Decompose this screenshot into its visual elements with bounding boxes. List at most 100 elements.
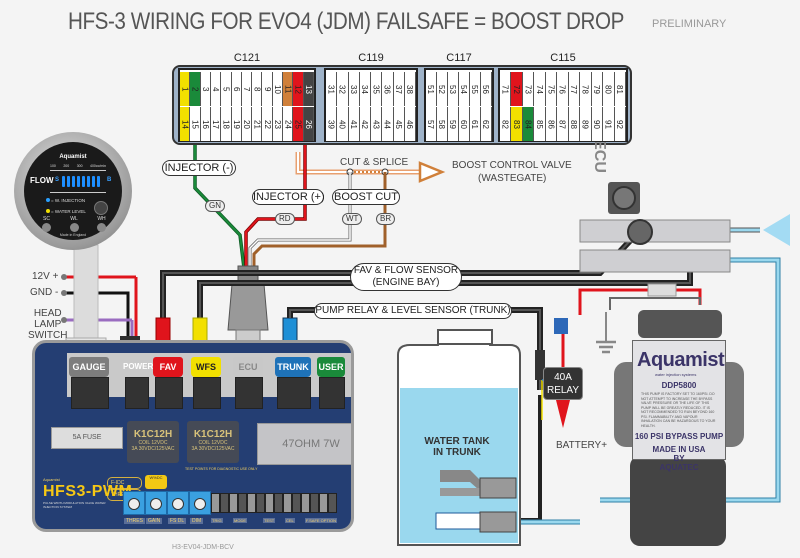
dip-switch[interactable] <box>292 493 301 513</box>
gauge-button[interactable] <box>94 201 108 215</box>
boost-valve-label-1: BOOST CONTROL VALVE <box>452 160 572 171</box>
ecu-pin-44: 44 <box>382 107 394 141</box>
pot-gain[interactable] <box>145 491 167 515</box>
dip-switch[interactable] <box>238 493 247 513</box>
flow-bar-segment <box>77 176 80 187</box>
gauge-knob-wl[interactable]: WL <box>69 216 79 232</box>
flow-label: FLOW <box>30 176 54 185</box>
connector-name: C119 <box>358 52 384 64</box>
dip-switch[interactable] <box>274 493 283 513</box>
pot-label: FS DL <box>168 518 187 524</box>
gauge-scale-tick: 400cc/min <box>90 164 106 168</box>
legend-injection: = W. INJECTION <box>46 198 85 203</box>
dip-switch[interactable] <box>229 493 238 513</box>
pot-label: GAIN <box>146 518 163 524</box>
ecu-pin-51: 51 <box>426 72 437 106</box>
port-user[interactable]: USER <box>317 357 345 377</box>
dip-switch[interactable] <box>310 493 319 513</box>
connector-name: C121 <box>233 52 261 64</box>
relay-spec2: 3A 30VDC/125VAC <box>131 446 175 452</box>
dip-group-label: MODE <box>233 518 247 523</box>
pump-made-2: BY <box>673 454 685 463</box>
pot-screw-icon <box>172 498 184 510</box>
status-label: PRELIMINARY <box>652 18 727 30</box>
dip-switch[interactable] <box>256 493 265 513</box>
ecu-pin-11: 11 <box>283 72 294 106</box>
dip-switch[interactable] <box>283 493 292 513</box>
port-ecu[interactable]: ECU <box>233 357 263 377</box>
port-trunk[interactable]: TRUNK <box>275 357 311 377</box>
power-gnd-label: GND - <box>30 287 59 298</box>
port-fav[interactable]: FAV <box>153 357 183 377</box>
ecu-pin-80: 80 <box>603 72 615 106</box>
dip-switch[interactable] <box>220 493 229 513</box>
relay-spec1: COIL 12VDC <box>138 440 168 446</box>
dip-switch[interactable] <box>265 493 274 513</box>
fuse-5a[interactable]: 5A FUSE <box>51 427 123 449</box>
gauge-knob-wh[interactable]: WH <box>97 216 106 232</box>
ecu-pin-24: 24 <box>283 107 294 141</box>
led-fidc: F-IDC <box>107 477 142 489</box>
ecu-pin-5: 5 <box>221 72 232 106</box>
pot-thres[interactable] <box>123 491 145 515</box>
pot-fs-dl[interactable] <box>167 491 189 515</box>
warn-led-label: W%DC <box>149 475 163 480</box>
ecu-pin-40: 40 <box>337 107 349 141</box>
fav-flow-harness-label: FAV & FLOW SENSOR (ENGINE BAY) <box>350 263 462 291</box>
ecu-pin-81: 81 <box>614 72 626 106</box>
ecu-pin-19: 19 <box>231 107 242 141</box>
dip-switch[interactable] <box>211 493 220 513</box>
ecu-pin-8: 8 <box>252 72 263 106</box>
ecu-pin-43: 43 <box>371 107 383 141</box>
resistor: 47OHM 7W <box>257 423 351 465</box>
port-jack <box>277 377 311 409</box>
ecu-pin-76: 76 <box>557 72 569 106</box>
diagram-title: HFS-3 WIRING FOR EVO4 (JDM) FAILSAFE = B… <box>68 8 624 35</box>
dip-switch[interactable] <box>301 493 310 513</box>
ecu-pin-54: 54 <box>459 72 470 106</box>
gauge-divider <box>50 192 106 193</box>
wire-tag-rd: RD <box>275 213 295 225</box>
power-12v-label: 12V + <box>32 271 59 282</box>
warn-led: W%DC <box>145 475 167 489</box>
ecu-pin-92: 92 <box>614 107 626 141</box>
part-code: H3-EV04-JDM-BCV <box>172 544 234 551</box>
flow-bar-segment <box>87 176 90 187</box>
pump-made-3: AQUATEC <box>659 463 699 472</box>
gauge-knob-sc[interactable]: SC <box>42 216 51 232</box>
ecu-pin-53: 53 <box>448 72 459 106</box>
relay-model: K1C12H <box>133 429 173 440</box>
flow-bar-segment <box>67 176 70 187</box>
ecu-pin-26: 26 <box>303 107 314 141</box>
pot-dim[interactable] <box>189 491 211 515</box>
port-jack <box>155 377 183 409</box>
port-jack <box>235 377 263 409</box>
ecu-pin-23: 23 <box>272 107 284 141</box>
ecu-pin-39: 39 <box>326 107 338 141</box>
port-gauge[interactable]: GAUGE <box>69 357 109 377</box>
ecu-pin-6: 6 <box>231 72 242 106</box>
gauge-scale-tick: 100 <box>50 164 56 168</box>
ecu-pin-90: 90 <box>591 107 604 141</box>
head-lamp-line2: LAMP <box>34 319 62 330</box>
dip-switch[interactable] <box>247 493 256 513</box>
flow-s-label: S <box>55 177 60 183</box>
ecu-pin-74: 74 <box>534 72 546 106</box>
port-power[interactable]: POWER <box>123 362 154 371</box>
led-thres-label: THRES <box>111 492 128 498</box>
port-wfs[interactable]: WFS <box>191 357 221 377</box>
ecu-pin-25: 25 <box>293 107 304 141</box>
ecu-pin-12: 12 <box>293 72 304 106</box>
ecu-pin-16: 16 <box>200 107 211 141</box>
ecu-pin-85: 85 <box>534 107 546 141</box>
relay-40a: 40A RELAY <box>543 367 583 400</box>
flow-bar-meter <box>62 176 100 187</box>
ecu-pin-7: 7 <box>241 72 253 106</box>
port-jack <box>125 377 149 409</box>
dip-switch[interactable] <box>328 493 337 513</box>
gauge-scale-tick: 300 <box>76 164 83 168</box>
pot-label: DIM <box>190 518 204 524</box>
dip-switch[interactable] <box>319 493 328 513</box>
